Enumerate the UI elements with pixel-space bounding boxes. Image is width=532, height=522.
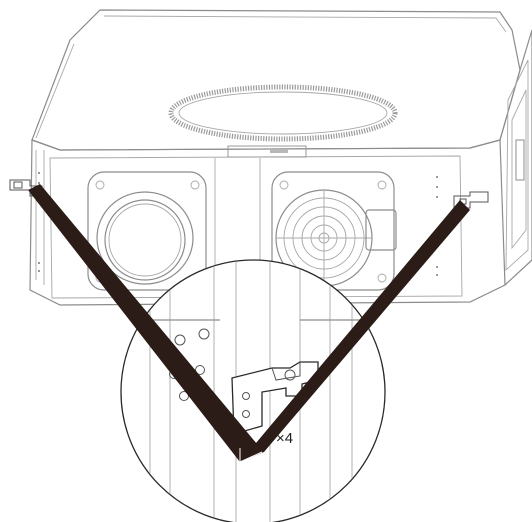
quantity-label: ×4 xyxy=(276,430,293,447)
unit-top-panel xyxy=(31,9,521,151)
unit-right-side xyxy=(499,29,532,286)
detail-magnifier xyxy=(120,259,386,522)
round-duct-port-icon xyxy=(87,171,207,291)
callout-pointer-left xyxy=(28,184,262,462)
ventilation-unit xyxy=(29,9,532,306)
top-circular-vent xyxy=(168,84,398,142)
callout-pointer-right xyxy=(240,200,470,462)
right-vent-dots xyxy=(436,176,438,276)
front-label-slot xyxy=(227,145,307,158)
